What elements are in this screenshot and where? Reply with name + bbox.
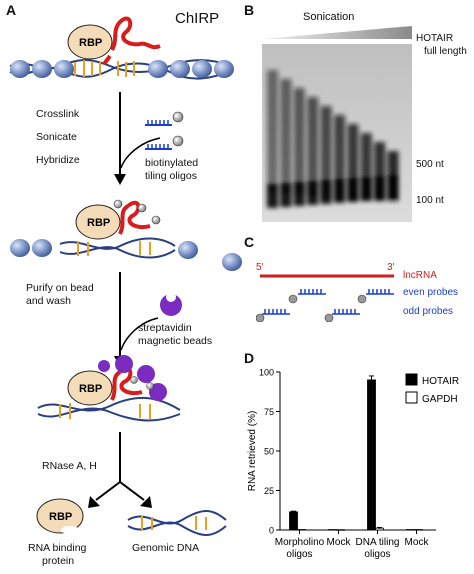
marker-hotair: HOTAIR: [416, 33, 454, 44]
gel-lane-band: [293, 182, 305, 206]
x-tick-label: Mock: [327, 537, 352, 548]
gel-lane-band: [374, 176, 386, 200]
even-probes-label: even probes: [403, 287, 459, 298]
gel-lane-band: [387, 175, 399, 199]
step-purify-1: Purify on bead: [26, 282, 94, 294]
gel-lane-smear: [307, 97, 319, 197]
gel-lane-smear: [347, 124, 359, 201]
x-tick-label: oligos: [286, 549, 312, 560]
oligo-label-2: tiling oligos: [145, 170, 197, 182]
oligo-label-1: biotinylated: [145, 157, 199, 169]
fork-arrows: [95, 432, 145, 501]
marker-100nt: 100 nt: [416, 195, 444, 206]
probe-diagram: [256, 274, 394, 322]
chromatin-middle: [10, 237, 242, 271]
step-hybridize: Hybridize: [36, 154, 80, 166]
y-axis-label: RNA retrieved (%): [247, 411, 258, 492]
gel-lane-smear: [360, 133, 372, 201]
bead-label-2: magnetic beads: [138, 335, 213, 347]
chromatin-top: [9, 59, 234, 80]
y-tick-label: 50: [264, 447, 274, 457]
odd-probes-label: odd probes: [403, 306, 454, 317]
rna-5prime: 5': [256, 262, 264, 273]
panel-c-letter: C: [244, 234, 255, 250]
chirp-schematic: RBP RBP: [9, 16, 242, 536]
agarose-gel: [262, 44, 412, 222]
y-tick-label: 0: [269, 526, 274, 536]
gel-lane-smear: [293, 88, 305, 195]
rbp-label-middle: RBP: [87, 217, 110, 229]
rbp-label-product: RBP: [49, 511, 72, 523]
gel-lane-band: [280, 183, 292, 207]
gel-lane-smear: [320, 106, 332, 198]
rna-3prime: 3': [387, 262, 395, 273]
product-rbp-1: RNA binding: [28, 542, 87, 554]
sonication-title: Sonication: [303, 11, 355, 23]
bar-hotair: [328, 529, 337, 531]
y-tick-label: 25: [264, 486, 274, 496]
marker-500nt: 500 nt: [416, 159, 444, 170]
bead-label-1: streptavidin: [138, 322, 192, 334]
bar-hotair: [289, 511, 298, 531]
product-rbp-2: protein: [42, 555, 75, 567]
gel-lane-band: [267, 184, 278, 208]
x-tick-label: oligos: [364, 549, 390, 560]
marker-full-length: full length: [424, 46, 467, 57]
legend-swatch-hotair: [405, 373, 418, 386]
legend-label-gapdh: GAPDH: [422, 394, 458, 405]
streptavidin-bead-icon: [160, 292, 182, 316]
rbp-label-top: RBP: [79, 37, 102, 49]
gel-lane-smear: [334, 115, 345, 200]
step-crosslink: Crosslink: [36, 108, 80, 120]
y-tick-label: 75: [264, 407, 274, 417]
sonication-wedge: [262, 26, 412, 39]
gel-lane-band: [307, 181, 319, 205]
gel-lane-smear: [374, 142, 386, 201]
gel-lane-band: [320, 180, 332, 204]
rbp-complex-top: [67, 16, 161, 66]
gel-lane-smear: [280, 79, 292, 194]
panel-a-letter: A: [6, 2, 17, 18]
bar-gapdh: [336, 529, 345, 531]
gel-lane-smear: [267, 70, 278, 192]
step-sonicate: Sonicate: [36, 131, 77, 143]
legend-label-hotair: HOTAIR: [422, 376, 459, 387]
gel-lane-band: [347, 178, 359, 202]
genomic-dna-product: [127, 510, 227, 536]
bar-gapdh: [297, 529, 306, 531]
captured-complex: [37, 355, 181, 422]
lncrna-label: lncRNA: [403, 270, 437, 281]
panel-b-letter: B: [244, 2, 255, 18]
product-dna: Genomic DNA: [132, 542, 200, 554]
panel-d-letter: D: [244, 350, 255, 366]
step-rnase: RNase A, H: [42, 460, 97, 472]
tiling-oligo-icon: [145, 111, 184, 150]
rbp-label-bottom: RBP: [79, 383, 102, 395]
x-tick-label: Morpholino: [275, 537, 325, 548]
bar-gapdh: [414, 529, 423, 531]
x-tick-label: Mock: [405, 537, 430, 548]
bar-hotair: [406, 529, 415, 531]
x-tick-label: DNA tiling: [356, 537, 400, 548]
gel-lane-band: [334, 179, 345, 203]
y-tick-label: 100: [259, 368, 274, 378]
gel-lane-band: [360, 177, 372, 201]
legend-swatch-gapdh: [405, 391, 418, 404]
bar-hotair: [367, 379, 376, 531]
chirp-title: ChIRP: [175, 10, 220, 27]
rbp-complex-middle: [75, 199, 161, 240]
rbp-product: [36, 498, 84, 534]
step-purify-2: and wash: [26, 295, 71, 307]
